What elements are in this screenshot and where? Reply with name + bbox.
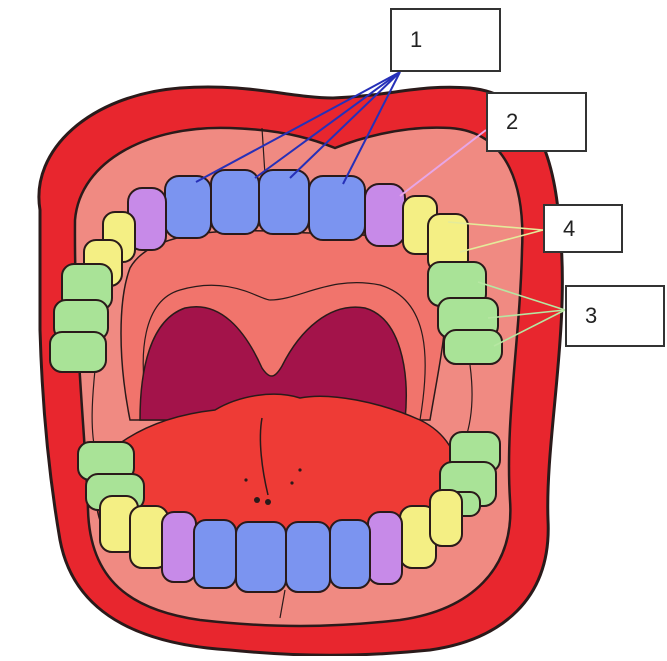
label-box-4: 4 <box>543 204 623 253</box>
upper-central-incisor-tooth <box>211 170 259 234</box>
lower-premolar-tooth <box>430 490 462 546</box>
label-2-text: 2 <box>506 109 518 135</box>
upper-central-incisor-tooth <box>165 176 211 238</box>
lower-canine-tooth <box>162 512 196 582</box>
tongue-dot <box>244 478 247 481</box>
lower-incisor-tooth <box>236 522 286 592</box>
label-box-1: 1 <box>390 8 501 72</box>
label-4-text: 4 <box>563 216 575 242</box>
upper-molar-tooth <box>444 330 502 364</box>
lower-incisor-tooth <box>286 522 330 592</box>
tongue-dot <box>265 499 271 505</box>
label-box-2: 2 <box>486 92 587 152</box>
tongue-dot <box>290 481 293 484</box>
tongue-dot <box>254 497 260 503</box>
upper-central-incisor-tooth <box>259 170 309 234</box>
label-3-text: 3 <box>585 303 597 329</box>
lower-incisor-tooth <box>330 520 370 588</box>
label-box-3: 3 <box>565 285 665 347</box>
upper-central-incisor-tooth <box>309 176 365 240</box>
upper-canine-tooth <box>365 184 405 246</box>
upper-molar-tooth <box>50 332 106 372</box>
lower-canine-tooth <box>368 512 402 584</box>
lower-incisor-tooth <box>194 520 236 588</box>
tongue-dot <box>298 468 301 471</box>
label-1-text: 1 <box>410 27 422 53</box>
